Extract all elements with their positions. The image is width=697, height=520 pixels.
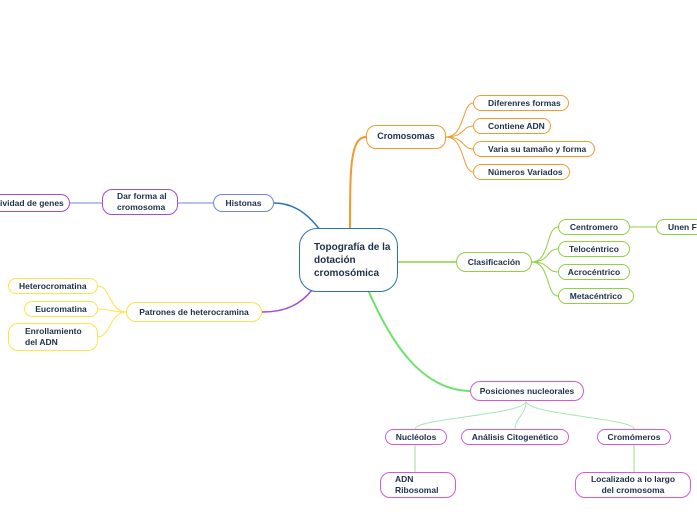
node-actividad-genes[interactable]: ividad de genes	[0, 194, 70, 212]
node-cromomeros[interactable]: Cromómeros	[597, 429, 671, 445]
node-metacentrico[interactable]: Metacéntrico	[558, 288, 634, 304]
link-cromosomas	[349, 136, 367, 231]
node-cromosomas[interactable]: Cromosomas	[366, 125, 446, 149]
node-acrocentrico[interactable]: Acrocéntrico	[558, 264, 630, 280]
node-enrollamiento-adn[interactable]: Enrollamiento del ADN	[8, 323, 98, 351]
node-clasificacion[interactable]: Clasificación	[456, 252, 532, 272]
link-posiciones	[367, 289, 471, 392]
node-localizado-cromosoma[interactable]: Localizado a lo largo del cromosoma	[575, 472, 691, 498]
node-unen-fi[interactable]: Unen Fi	[656, 219, 697, 235]
node-centromero[interactable]: Centromero	[558, 219, 630, 235]
node-contiene-adn[interactable]: Contiene ADN	[473, 118, 551, 134]
node-telocentrico[interactable]: Telocéntrico	[558, 241, 630, 257]
node-patrones-heterocramina[interactable]: Patrones de heterocramina	[126, 302, 262, 322]
node-histonas[interactable]: Histonas	[213, 194, 274, 212]
node-dar-forma[interactable]: Dar forma al cromosoma	[102, 189, 178, 215]
node-heterocromatina[interactable]: Heterocromatina	[8, 278, 98, 294]
node-diferenres-formas[interactable]: Diferenres formas	[473, 95, 569, 111]
node-posiciones-nucleorales[interactable]: Posiciones nucleorales	[470, 381, 584, 401]
node-eucromatina[interactable]: Eucromatina	[24, 301, 98, 317]
central-topic[interactable]: Topografía de la dotación cromosómica	[299, 228, 398, 292]
node-numeros-variados[interactable]: Números Variados	[473, 164, 570, 180]
node-analisis-citogenetico[interactable]: Análisis Citogenético	[461, 429, 569, 445]
node-adn-ribosomal[interactable]: ADN Ribosomal	[380, 472, 456, 498]
node-varia-tamano[interactable]: Varia su tamaño y forma	[473, 141, 595, 157]
central-topic-label: Topografía de la dotación cromosómica	[314, 241, 391, 279]
link-patrones	[261, 289, 313, 313]
node-nucleolos[interactable]: Nucléolos	[385, 429, 447, 445]
link-histonas	[273, 202, 321, 231]
